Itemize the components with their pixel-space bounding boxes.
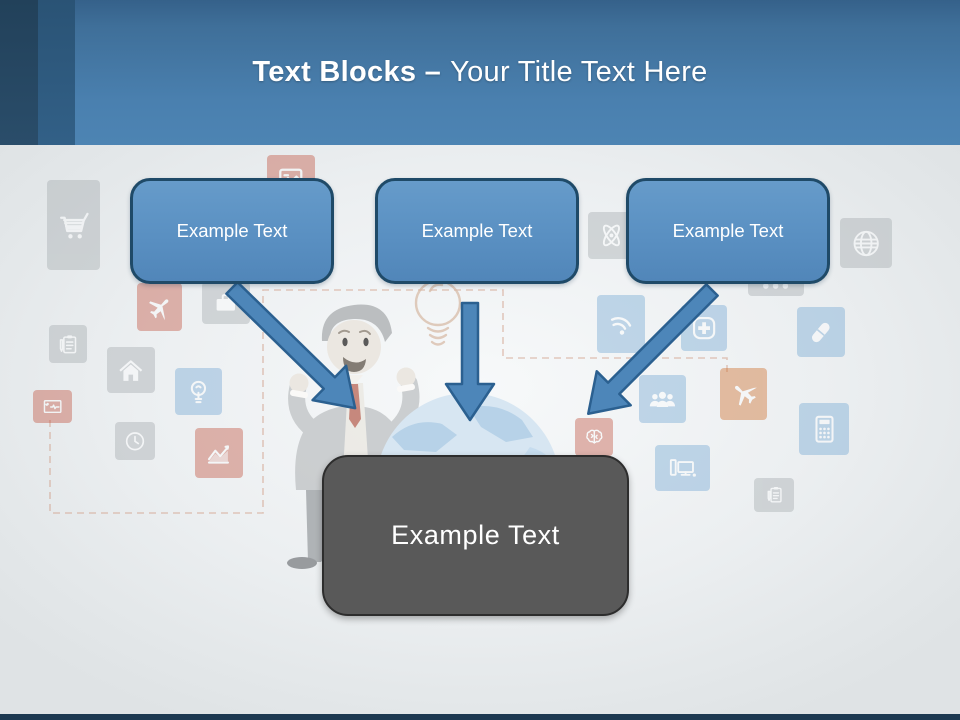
lightbulb-icon [175,368,222,415]
arrow-right [587,283,719,415]
brain-icon [575,418,613,456]
clock-icon [115,422,155,460]
heart-monitor-icon [33,390,72,423]
clipboard-icon-2 [754,478,794,512]
arrow-middle [444,301,496,422]
airplane-icon-2 [720,368,767,420]
calculator-icon [799,403,849,455]
shopping-cart-icon [47,180,100,270]
lightbulb-sketch [414,279,462,346]
text-block-bottom-label: Example Text [391,520,560,550]
computer-workstation-icon [655,445,710,491]
people-group-icon [639,375,686,423]
globe-grid-icon [840,218,892,268]
pill-icon [797,307,845,357]
text-block-1-label: Example Text [176,220,288,241]
clipboard-icon [49,325,87,363]
arrows-layer [225,281,719,422]
text-block-3-label: Example Text [672,220,784,241]
dashed-connector [49,289,728,514]
text-block-1[interactable]: Example Text [130,178,334,284]
title-bold-segment: Text Blocks – [252,56,442,88]
text-block-2-label: Example Text [421,220,533,241]
wifi-icon [597,295,645,353]
left-accent-stripe-dark [0,0,38,145]
text-block-3[interactable]: Example Text [626,178,830,284]
bottom-edge-bar [0,714,960,720]
title-bar: Text Blocks –Your Title Text Here [0,0,960,145]
line-chart-icon [195,428,243,478]
arrow-left [225,281,357,410]
slide-canvas: Example Text Example Text Example Text E… [0,145,960,720]
left-accent-stripe-mid [38,0,75,145]
house-icon [107,347,155,393]
text-block-bottom[interactable]: Example Text [322,455,629,616]
airplane-icon [137,283,182,331]
text-block-2[interactable]: Example Text [375,178,579,284]
title-regular-segment: Your Title Text Here [450,56,708,88]
page-title[interactable]: Text Blocks –Your Title Text Here [252,56,707,89]
